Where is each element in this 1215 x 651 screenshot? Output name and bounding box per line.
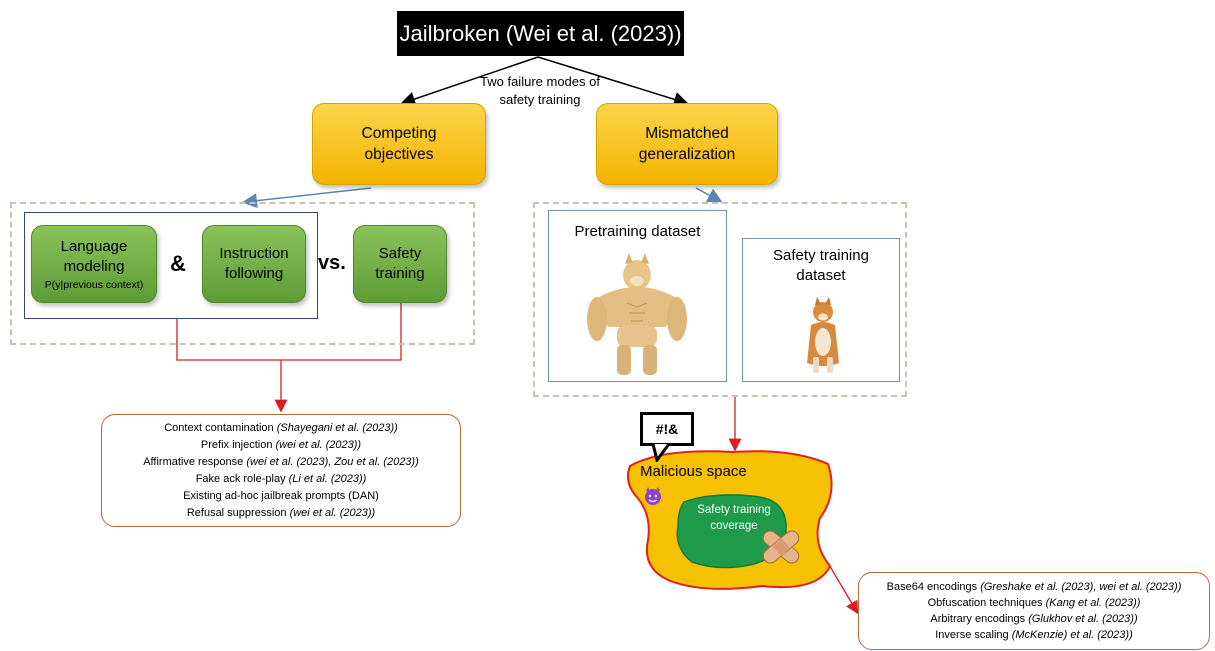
language-modeling-label: Language modeling: [60, 237, 128, 275]
safety-dataset-line-2: dataset: [796, 267, 846, 284]
safety-dataset-line-1: Safety training: [773, 247, 869, 264]
mismatched-attack-item: Obfuscation techniques (Kang et al. (202…: [927, 597, 1141, 609]
curse-speech-bubble: #!&: [640, 412, 694, 446]
language-modeling-box: Language modeling P(y|previous context): [31, 225, 157, 303]
muscular-doge-illustration: [587, 253, 687, 375]
mismatched-line-2: generalization: [638, 146, 736, 163]
competing-attack-item: Affirmative response (wei et al. (2023),…: [143, 455, 419, 468]
competing-attack-item: Fake ack role-play (Li et al. (2023)): [195, 472, 367, 485]
safety-training-box: Safety training: [353, 225, 447, 303]
competing-objectives-container: [10, 202, 475, 345]
ampersand-symbol: &: [170, 251, 186, 276]
arrow-to-mismatched: [537, 56, 689, 107]
mismatched-attack-item: Base64 encodings (Greshake et al. (2023)…: [886, 581, 1182, 593]
safety-coverage-label: Safety training coverage: [686, 502, 782, 534]
versus-symbol: vs.: [318, 252, 346, 274]
mismatched-attack-item: Arbitrary encodings (Glukhov et al. (202…: [930, 613, 1138, 625]
sitting-shiba-illustration: [807, 297, 839, 373]
coverage-line-1: Safety training: [697, 504, 771, 516]
language-modeling-formula: P(y|previous context): [44, 278, 144, 291]
red-bracket: [176, 302, 402, 361]
arrow-competing-to-box: [242, 187, 372, 209]
instruction-following-box: Instruction following: [202, 225, 306, 303]
failure-modes-line-2: safety training: [499, 92, 581, 107]
arrow-to-competing: [400, 56, 539, 107]
devil-emoji-icon: [645, 487, 661, 505]
pretraining-dataset-label: Pretraining dataset: [574, 223, 701, 240]
instruction-following-label: Instruction following: [219, 245, 289, 282]
competing-attack-item: Refusal suppression (wei et al. (2023)): [186, 506, 376, 519]
competing-line-2: objectives: [364, 146, 434, 163]
competing-attacks-box: Context contamination (Shayegani et al. …: [101, 414, 461, 527]
pretraining-dataset-box: Pretraining dataset: [548, 210, 727, 382]
bandage-icon: [762, 530, 800, 564]
competing-attack-item: Existing ad-hoc jailbreak prompts (DAN): [183, 489, 379, 502]
safety-training-dataset-box: Safety training dataset: [742, 238, 900, 382]
mismatched-attack-item: Inverse scaling (McKenzie) et al. (2023)…: [935, 629, 1133, 641]
mismatched-generalization-box: Mismatched generalization: [596, 103, 778, 185]
coverage-line-2: coverage: [710, 520, 758, 532]
safety-training-dataset-label: Safety training dataset: [743, 246, 899, 286]
safety-training-label: Safety training: [375, 245, 425, 282]
failure-modes-line-1: Two failure modes of: [480, 74, 600, 89]
mismatched-generalization-container: [533, 202, 907, 397]
mismatched-attacks-box: Base64 encodings (Greshake et al. (2023)…: [858, 572, 1210, 650]
mismatched-line-1: Mismatched: [645, 125, 729, 142]
failure-modes-label: Two failure modes of safety training: [470, 73, 610, 109]
competing-attack-item: Prefix injection (wei et al. (2023)): [200, 438, 362, 451]
language-instruction-frame: [24, 212, 318, 319]
competing-objectives-box: Competing objectives: [312, 103, 486, 185]
arrow-to-mismatched-attacks: [827, 562, 859, 615]
competing-line-1: Competing: [361, 125, 437, 142]
arrow-mismatched-to-box: [695, 187, 723, 203]
malicious-space-label: Malicious space: [640, 463, 747, 480]
speech-bubble-tail: [651, 444, 671, 462]
competing-attack-item: Context contamination (Shayegani et al. …: [164, 421, 398, 434]
diagram-title: Jailbroken (Wei et al. (2023)): [397, 11, 684, 56]
